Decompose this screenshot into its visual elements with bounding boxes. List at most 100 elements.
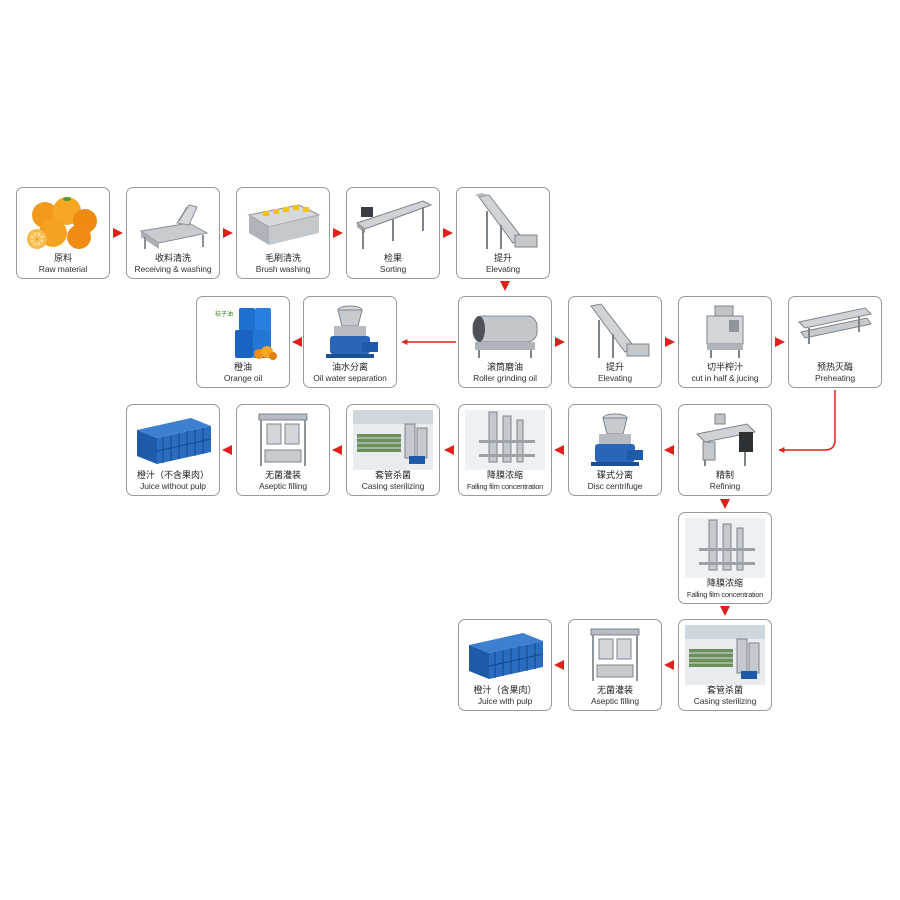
arrow-right-icon	[443, 228, 453, 238]
evaporator-icon	[465, 410, 545, 470]
step-label-zh: 无菌灌装	[596, 685, 633, 695]
step-label-en: Aseptic filling	[258, 481, 308, 491]
aseptic-filler-icon	[258, 413, 308, 466]
step-label-zh: 无菌灌装	[264, 470, 301, 480]
step-label-zh: 切半榨汁	[706, 362, 743, 372]
blue-drums-icon	[469, 633, 544, 679]
step-falling-film-2: 降膜浓缩 Falling film concentration	[678, 512, 772, 604]
step-label-zh: 橙汁（含果肉）	[473, 685, 537, 695]
elevator-icon	[590, 303, 650, 358]
step-label-zh: 提升	[493, 253, 512, 263]
step-label-zh: 检果	[383, 253, 402, 263]
juicer-icon	[706, 305, 744, 358]
step-refining: 精制 Refining	[678, 404, 772, 496]
step-falling-film-1: 降膜浓缩 Falling film concentration	[458, 404, 552, 496]
step-label-en: Disc centrifuge	[587, 481, 643, 491]
step-label-zh: 降膜浓缩	[486, 470, 523, 480]
step-sorting: 检果 Sorting	[346, 187, 440, 279]
step-label-zh: 提升	[605, 362, 624, 372]
step-label-en: Receiving & washing	[134, 264, 212, 274]
elevator-icon	[475, 193, 538, 249]
arrow-left-icon	[292, 337, 302, 347]
step-label-en: Casing sterilizing	[361, 481, 425, 491]
step-label-en: Elevating	[485, 264, 521, 274]
blue-drums-icon	[137, 418, 212, 464]
brush-washer-icon	[247, 204, 321, 245]
step-label-zh: 套管杀菌	[374, 470, 411, 480]
step-label-en: Juice without pulp	[140, 481, 206, 491]
step-label-zh: 精制	[715, 470, 734, 480]
arrow-down-icon	[720, 606, 730, 616]
step-roller-grinding-oil: 滚筒磨油 Roller grinding oil	[458, 296, 552, 388]
aseptic-filler-icon	[590, 628, 640, 681]
arrow-right-icon	[665, 337, 675, 347]
step-label-en: Falling film concentration	[466, 482, 544, 491]
sterilizer-icon	[685, 625, 765, 685]
arrow-preheat-to-refining	[778, 390, 836, 453]
arrow-right-icon	[555, 337, 565, 347]
roller-drum-icon	[472, 315, 538, 358]
step-casing-sterilizing-2: 套管杀菌 Casing sterilizing	[678, 619, 772, 711]
step-raw-material: 原料 Raw material	[16, 187, 110, 279]
step-label-en: Elevating	[597, 373, 633, 383]
step-aseptic-filling-1: 无菌灌装 Aseptic filling	[236, 404, 330, 496]
step-label-zh: 预热灭酶	[816, 362, 853, 372]
arrow-left-icon	[554, 660, 564, 670]
step-juice-without-pulp: 橙汁（不含果肉） Juice without pulp	[126, 404, 220, 496]
step-label-zh: 收料清洗	[154, 253, 191, 263]
step-receiving-washing: 收料清洗 Receiving & washing	[126, 187, 220, 279]
centrifuge-icon	[326, 305, 378, 358]
step-label-zh: 油水分离	[331, 362, 368, 372]
step-preheating: 预热灭酶 Preheating	[788, 296, 882, 388]
sorting-conveyor-icon	[355, 200, 433, 249]
arrow-right-icon	[113, 228, 123, 238]
step-cut-juicing: 切半榨汁 cut in half & jucing	[678, 296, 772, 388]
arrow-left-icon	[664, 445, 674, 455]
step-aseptic-filling-2: 无菌灌装 Aseptic filling	[568, 619, 662, 711]
step-label-zh: 原料	[53, 253, 72, 263]
step-label-zh: 套管杀菌	[706, 685, 743, 695]
step-elevating-1: 提升 Elevating	[456, 187, 550, 279]
arrow-left-icon	[554, 445, 564, 455]
step-label-en: Oil water separation	[313, 373, 387, 383]
step-elevating-2: 提升 Elevating	[568, 296, 662, 388]
arrow-left-icon	[444, 445, 454, 455]
step-label-en: Casing sterilizing	[693, 696, 757, 706]
step-label-zh: 毛刷清洗	[264, 253, 301, 263]
step-juice-with-pulp: 橙汁（含果肉） Juice with pulp	[458, 619, 552, 711]
step-label-en: Orange oil	[223, 373, 263, 383]
oil-drums-icon: 桔子油	[215, 308, 277, 360]
arrow-left-icon	[664, 660, 674, 670]
centrifuge-icon	[591, 413, 643, 466]
step-label-zh: 碟式分离	[596, 470, 633, 480]
step-label-zh: 橙汁（不含果肉）	[136, 470, 209, 480]
step-label-zh: 滚筒磨油	[486, 362, 523, 372]
arrow-down-icon	[500, 281, 510, 291]
step-label-en: Falling film concentration	[686, 590, 764, 599]
step-label-en: Sorting	[379, 264, 407, 274]
step-label-en: Raw material	[38, 264, 88, 274]
arrow-right-icon	[333, 228, 343, 238]
step-oil-water-separation: 油水分离 Oil water separation	[303, 296, 397, 388]
sterilizer-icon	[353, 410, 433, 470]
step-orange-oil: 桔子油 橙油 Orange oil	[196, 296, 290, 388]
oil-label-text: 桔子油	[215, 310, 233, 318]
arrow-right-icon	[775, 337, 785, 347]
step-brush-washing: 毛刷清洗 Brush washing	[236, 187, 330, 279]
arrow-left-icon	[332, 445, 342, 455]
step-label-en: Refining	[709, 481, 741, 491]
step-disc-centrifuge: 碟式分离 Disc centrifuge	[568, 404, 662, 496]
tube-preheater-icon	[797, 307, 873, 344]
step-label-en: Preheating	[814, 373, 856, 383]
step-label-en: Aseptic filling	[590, 696, 640, 706]
step-label-en: cut in half & jucing	[691, 373, 759, 383]
arrow-down-icon	[720, 499, 730, 509]
step-label-en: Juice with pulp	[477, 696, 533, 706]
washing-conveyor-icon	[139, 204, 209, 249]
step-casing-sterilizing-1: 套管杀菌 Casing sterilizing	[346, 404, 440, 496]
oranges-icon	[27, 197, 97, 249]
step-label-zh: 橙油	[233, 362, 252, 372]
step-label-en: Brush washing	[255, 264, 311, 274]
arrow-left-icon	[222, 445, 232, 455]
